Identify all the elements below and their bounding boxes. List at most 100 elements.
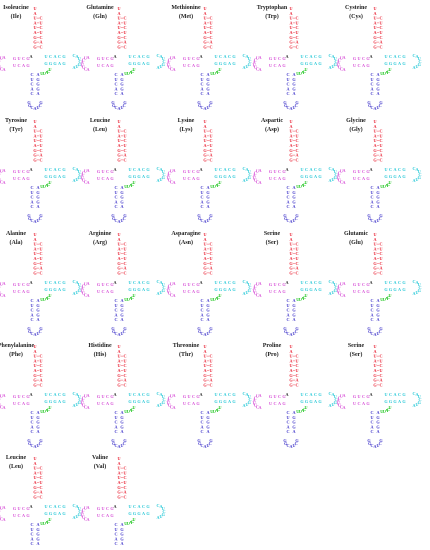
acceptor-nucleotide: A xyxy=(117,237,120,242)
acceptor-nucleotide: C xyxy=(209,138,212,143)
d-loop-nucleotide: C xyxy=(0,507,1,512)
d-arm-nucleotide: U xyxy=(183,63,186,68)
d-loop-nucleotide: A xyxy=(167,60,170,65)
anticodon-nucleotide: C xyxy=(370,195,373,200)
junction-nucleotide: A xyxy=(285,54,288,59)
acceptor-nucleotide: A xyxy=(373,358,376,363)
t-arm-nucleotide: A xyxy=(309,280,312,285)
anticodon-nucleotide: G xyxy=(292,199,296,204)
acceptor-nucleotide: G xyxy=(289,44,293,49)
anticodon-loop-nucleotide: G xyxy=(27,438,31,443)
acceptor-nucleotide: U xyxy=(39,470,42,475)
anticodon-loop-nucleotide: C xyxy=(200,218,203,223)
acceptor-nucleotide: A xyxy=(203,124,206,129)
d-arm-nucleotide: G xyxy=(110,63,114,68)
acceptor-nucleotide: A xyxy=(33,461,36,466)
d-arm-nucleotide: G xyxy=(26,513,30,518)
d-arm-nucleotide: U xyxy=(357,282,360,287)
t-loop-nucleotide: U xyxy=(78,394,81,399)
t-loop-nucleotide: U xyxy=(78,506,81,511)
anticodon-nucleotide: U xyxy=(286,303,289,308)
anticodon-nucleotide: A xyxy=(30,536,33,541)
d-loop-nucleotide: U xyxy=(338,178,341,183)
t-loop-nucleotide: U xyxy=(245,64,248,69)
acceptor-nucleotide: A xyxy=(289,30,292,35)
d-arm-nucleotide: C xyxy=(22,169,25,174)
acceptor-nucleotide: C xyxy=(379,129,382,134)
d-arm-nucleotide: A xyxy=(192,63,195,68)
t-arm-nucleotide: G xyxy=(128,61,132,66)
t-arm-nucleotide: C xyxy=(142,54,145,59)
anticodon-nucleotide: G xyxy=(292,424,296,429)
d-loop-nucleotide: C xyxy=(338,283,341,288)
amino-acid-name: Glutamine xyxy=(86,5,114,11)
anticodon-loop-nucleotide: U xyxy=(292,218,295,223)
d-arm-nucleotide: U xyxy=(273,56,276,61)
t-loop-nucleotide: U xyxy=(75,514,78,519)
acceptor-nucleotide: G xyxy=(373,373,377,378)
variable-loop-nucleotide: A xyxy=(45,520,48,525)
variable-loop-nucleotide: C xyxy=(217,182,220,187)
t-arm-nucleotide: G xyxy=(62,392,66,397)
amino-acid-code: (Cys) xyxy=(349,13,363,20)
acceptor-nucleotide: G xyxy=(373,382,377,387)
d-loop-nucleotide: C xyxy=(82,57,85,62)
d-loop-nucleotide: C xyxy=(0,57,1,62)
d-arm-nucleotide: G xyxy=(282,63,286,68)
d-loop-nucleotide: C xyxy=(170,404,173,409)
t-arm-nucleotide: C xyxy=(389,280,392,285)
t-arm-nucleotide: G xyxy=(49,287,53,292)
acceptor-nucleotide: A xyxy=(289,368,292,373)
acceptor-nucleotide: G xyxy=(373,270,377,275)
anticodon-loop-nucleotide: A xyxy=(289,106,292,111)
t-arm-nucleotide: A xyxy=(142,61,145,66)
acceptor-nucleotide: C xyxy=(379,363,382,368)
t-arm-nucleotide: U xyxy=(384,280,387,285)
acceptor-nucleotide: G xyxy=(117,382,121,387)
t-loop-nucleotide: U xyxy=(248,282,251,287)
d-arm-nucleotide: G xyxy=(196,289,200,294)
anticodon-nucleotide: A xyxy=(370,86,373,91)
acceptor-nucleotide: G xyxy=(203,373,207,378)
acceptor-nucleotide: A xyxy=(117,256,120,261)
anticodon-nucleotide: C xyxy=(30,308,33,313)
acceptor-nucleotide: U xyxy=(289,119,292,124)
anticodon-nucleotide: C xyxy=(200,185,203,190)
anticodon-loop-nucleotide: G xyxy=(379,100,383,105)
d-loop-nucleotide: A xyxy=(342,67,345,72)
anticodon-nucleotide: A xyxy=(36,72,39,77)
acceptor-nucleotide: C xyxy=(209,16,212,21)
t-loop-nucleotide: G xyxy=(334,400,338,405)
t-arm-nucleotide: C xyxy=(58,504,61,509)
anticodon-nucleotide: U xyxy=(200,303,203,308)
variable-loop-nucleotide: C xyxy=(387,69,390,74)
acceptor-nucleotide: C xyxy=(295,25,298,30)
t-loop-nucleotide: C xyxy=(334,397,337,402)
anticodon-nucleotide: A xyxy=(370,424,373,429)
d-loop-nucleotide: U xyxy=(256,56,259,61)
t-arm-nucleotide: U xyxy=(300,167,303,172)
anticodon-loop-nucleotide: G xyxy=(111,213,115,218)
acceptor-nucleotide: A xyxy=(33,20,36,25)
t-loop-nucleotide: G xyxy=(78,288,82,293)
anticodon-nucleotide: A xyxy=(30,312,33,317)
acceptor-nucleotide: C xyxy=(123,157,126,162)
t-arm-nucleotide: U xyxy=(214,280,217,285)
d-arm-nucleotide: A xyxy=(278,401,281,406)
d-loop-nucleotide: U xyxy=(170,282,173,287)
acceptor-nucleotide: U xyxy=(33,344,36,349)
acceptor-nucleotide: U xyxy=(117,251,120,256)
acceptor-nucleotide: U xyxy=(117,232,120,237)
acceptor-nucleotide: C xyxy=(123,494,126,499)
anticodon-nucleotide: A xyxy=(376,72,379,77)
t-arm-nucleotide: A xyxy=(314,61,317,66)
acceptor-nucleotide: A xyxy=(117,358,120,363)
t-loop-nucleotide: A xyxy=(156,403,159,408)
anticodon-nucleotide: C xyxy=(30,420,33,425)
anticodon-loop-nucleotide: G xyxy=(284,329,288,334)
d-loop-nucleotide: A xyxy=(253,60,256,65)
variable-loop-nucleotide: U xyxy=(40,297,43,302)
anticodon-loop-nucleotide: G xyxy=(28,103,32,108)
t-arm-nucleotide: C xyxy=(389,167,392,172)
